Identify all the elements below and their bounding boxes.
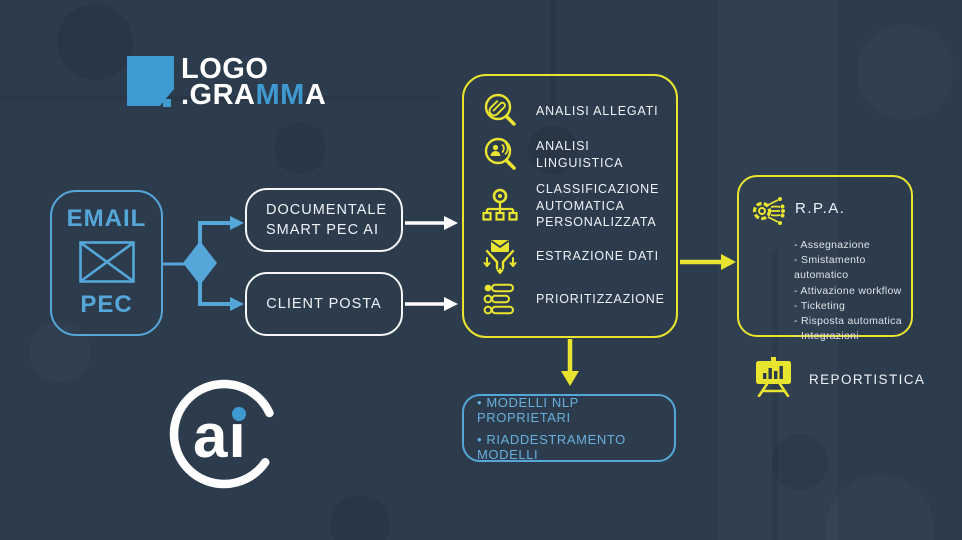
reportistica-label: REPORTISTICA <box>809 371 926 387</box>
decision-diamond <box>183 241 217 285</box>
envelope-icon <box>78 241 135 283</box>
rpa-list: - Assegnazione - Smistamento automatico … <box>794 238 903 345</box>
rpa-item: - Ticketing <box>794 299 846 312</box>
pec-label: PEC <box>80 291 133 318</box>
magnifier-person-icon <box>480 136 520 174</box>
sliders-icon <box>480 282 520 316</box>
logo-wordmark: LOGO .GRAMMA <box>181 53 327 111</box>
analysis-row-allegati: ANALISI ALLEGATI <box>480 92 664 130</box>
documentale-label: DOCUMENTALE SMART PEC AI <box>266 201 388 238</box>
ai-logo-ring <box>169 379 279 489</box>
analysis-row-linguistica: ANALISI LINGUISTICA <box>480 136 664 174</box>
logo-square-icon <box>127 56 174 106</box>
arrow-diamond-to-documentale <box>198 221 230 247</box>
analysis-row-estrazione: ESTRAZIONE DATI <box>480 238 664 276</box>
nlp-models-node: • MODELLI NLP PROPRIETARI • RIADDESTRAME… <box>462 394 676 462</box>
ai-logo-i-dot <box>232 407 246 421</box>
rpa-item: - Attivazione workflow <box>794 284 902 297</box>
models-item: • RIADDESTRAMENTO MODELLI <box>477 431 626 462</box>
rpa-item: - Smistamento automatico <box>794 254 866 282</box>
client-posta-label: CLIENT POSTA <box>266 295 382 312</box>
email-label: EMAIL <box>66 205 147 232</box>
arrow-diamond-to-clientposta <box>198 279 230 306</box>
email-pec-node: EMAIL PEC <box>50 190 163 336</box>
analysis-node: ANALISI ALLEGATI ANALISI LINGUISTICA <box>462 74 678 338</box>
funnel-envelope-icon <box>480 238 520 276</box>
analysis-row-classificazione: CLASSIFICAZIONE AUTOMATICA PERSONALIZZAT… <box>480 181 664 232</box>
models-item: • MODELLI NLP PROPRIETARI <box>477 394 579 425</box>
reportistica-row: REPORTISTICA <box>753 356 924 402</box>
rpa-item: - Integrazioni <box>794 330 859 343</box>
analysis-label: ESTRAZIONE DATI <box>536 249 659 264</box>
analysis-row-prioritizzazione: PRIORITIZZAZIONE <box>480 282 664 316</box>
magnifier-paperclip-icon <box>480 92 520 130</box>
analysis-label: PRIORITIZZAZIONE <box>536 291 665 306</box>
rpa-node: R.P.A. - Assegnazione - Smistamento auto… <box>737 175 924 397</box>
easel-chart-icon <box>753 356 795 402</box>
logo-line2: .GRAMMA <box>181 79 327 111</box>
logo-line1: LOGO <box>181 53 269 85</box>
rpa-title: R.P.A. <box>795 200 846 217</box>
rpa-item: - Risposta automatica <box>794 315 902 328</box>
rpa-header: R.P.A. <box>749 191 903 236</box>
ai-logo: aı <box>166 376 282 497</box>
logogramma-logo: LOGO .GRAMMA <box>127 53 327 111</box>
rpa-item: - Assegnazione <box>794 239 870 251</box>
analysis-label: ANALISI ALLEGATI <box>536 103 659 118</box>
analysis-label: CLASSIFICAZIONE AUTOMATICA PERSONALIZZAT… <box>536 181 660 230</box>
analysis-label: ANALISI LINGUISTICA <box>536 139 624 171</box>
logo-dot <box>163 99 171 107</box>
hierarchy-icon <box>480 187 520 225</box>
gear-circuit-icon <box>749 191 789 236</box>
client-posta-node: CLIENT POSTA <box>245 272 403 336</box>
documentale-node: DOCUMENTALE SMART PEC AI <box>245 188 403 252</box>
